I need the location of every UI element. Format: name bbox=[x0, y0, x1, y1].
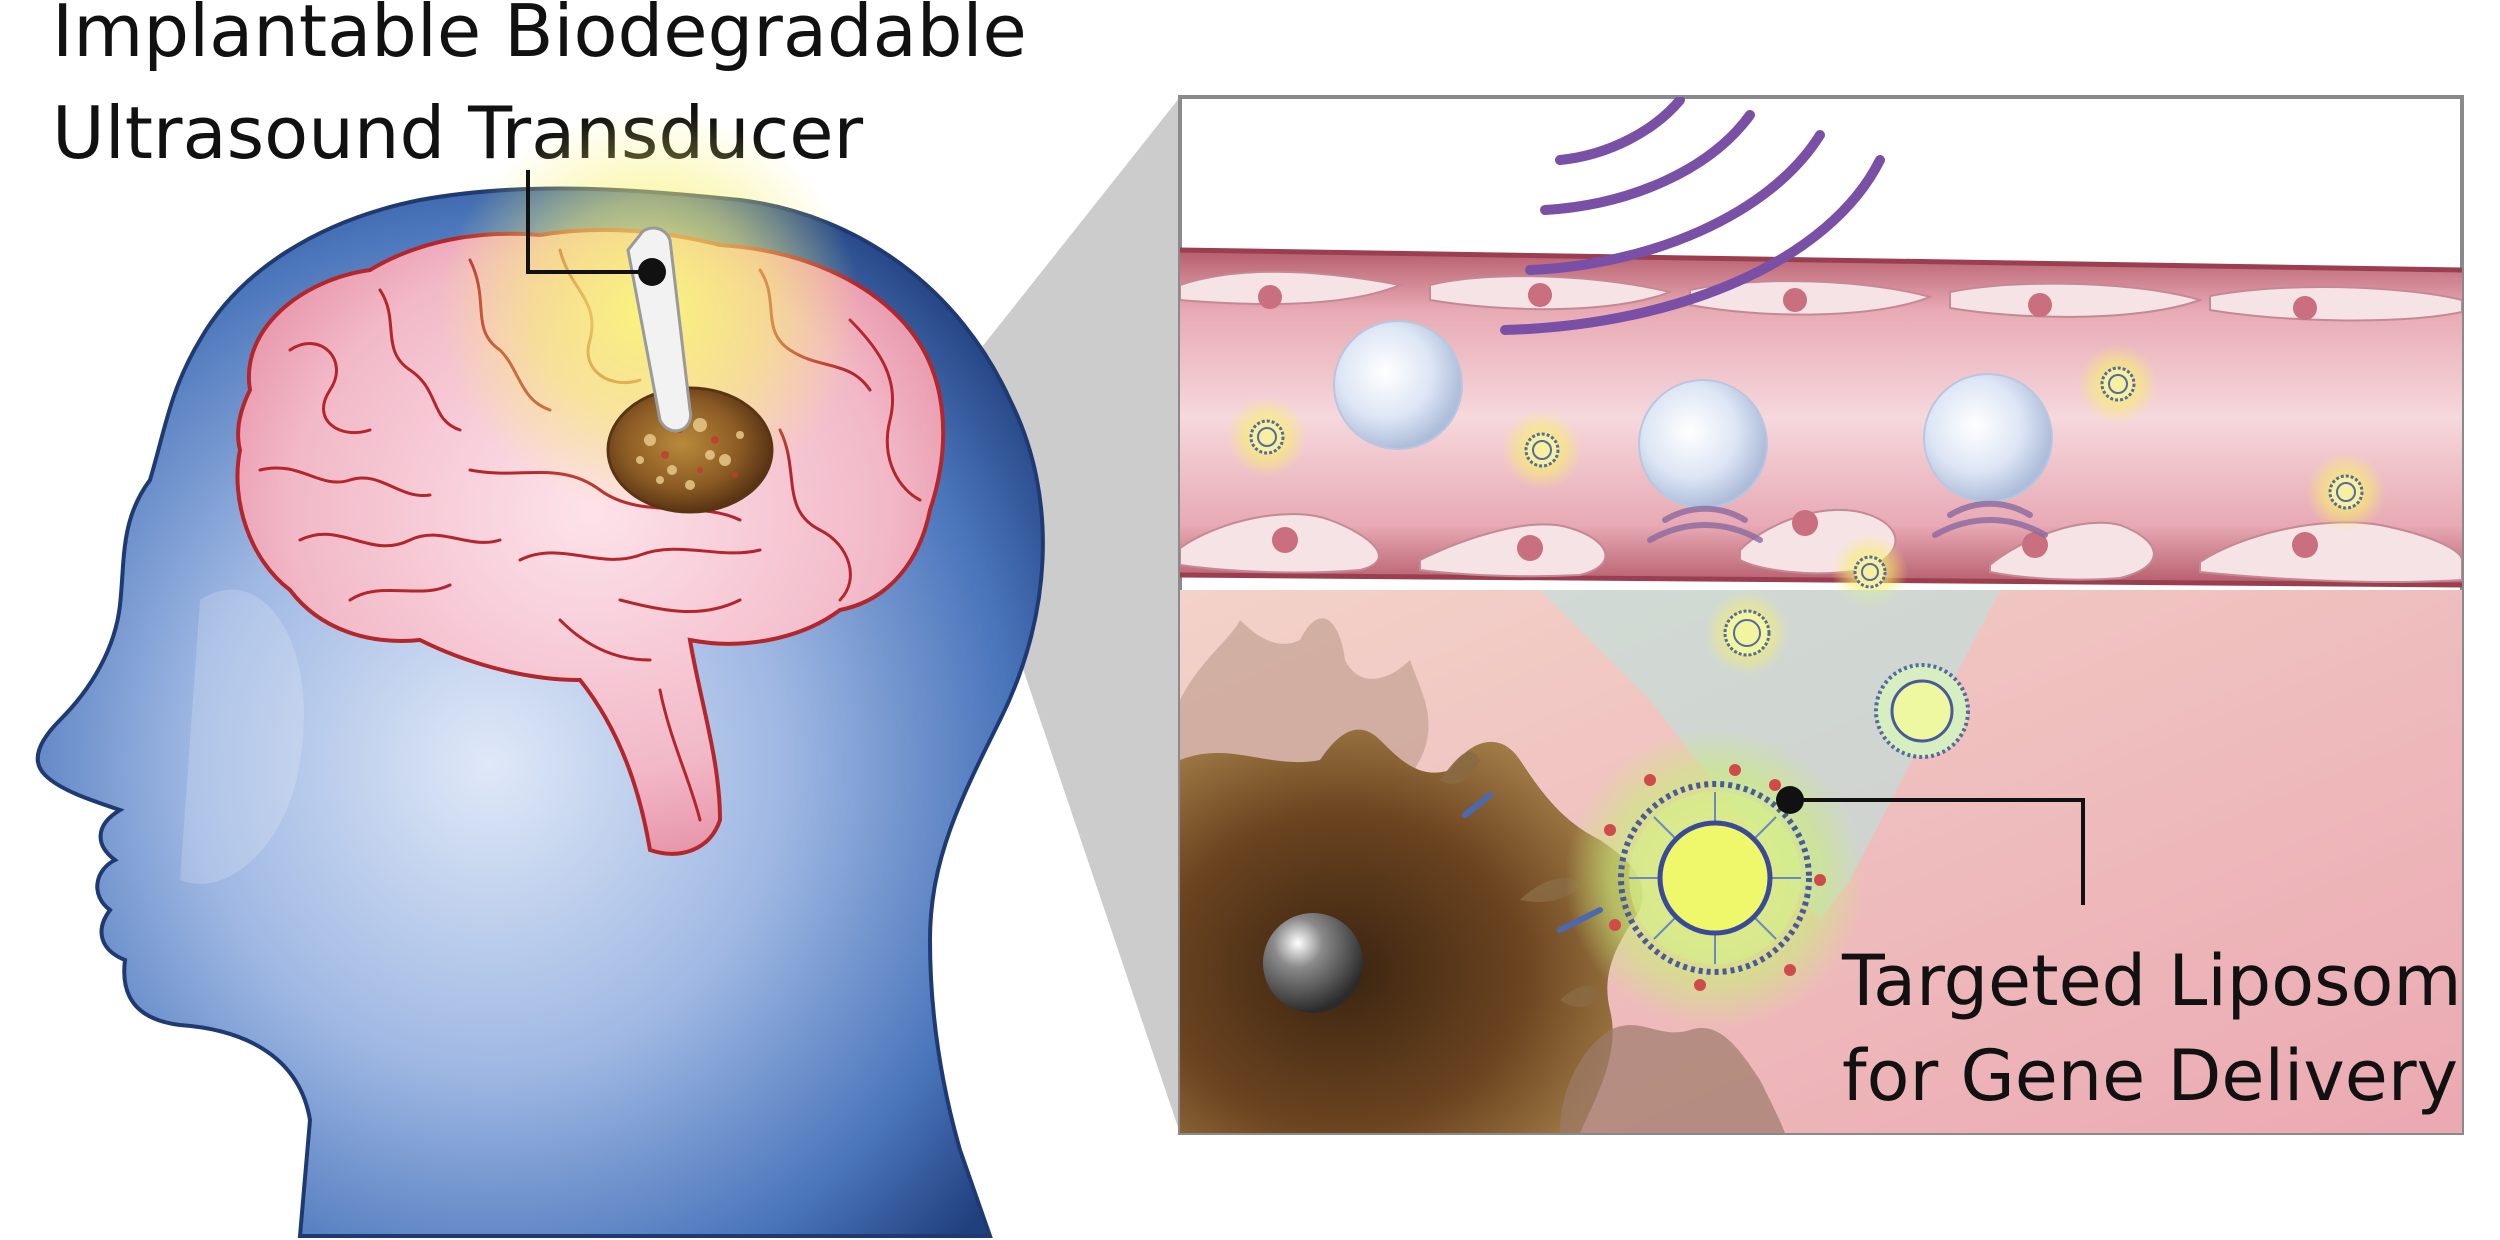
endothelial-cells-bottom bbox=[1180, 508, 2462, 583]
endothelial-cell bbox=[2199, 521, 2462, 583]
extravasated-liposomes bbox=[1705, 591, 1970, 759]
transducer-label-line1: Implantable Biodegradable bbox=[52, 0, 1027, 73]
liposome bbox=[1227, 397, 1307, 477]
zoom-cone bbox=[940, 97, 1180, 1133]
endothelial-cell bbox=[1180, 270, 1404, 309]
microbubble bbox=[1923, 373, 2053, 503]
bubble-oscillation-marks bbox=[1647, 500, 2048, 543]
liposome bbox=[1705, 591, 1789, 675]
tumor bbox=[606, 386, 774, 514]
blood-vessel bbox=[1180, 247, 2462, 588]
vessel-liposomes bbox=[1227, 344, 2386, 610]
liposome bbox=[1502, 410, 1582, 490]
liposome-label: Targeted Liposome for Gene Delivery bbox=[1841, 940, 2500, 1117]
microbubble bbox=[1333, 320, 1463, 450]
tumor-cell bbox=[1180, 729, 1643, 1133]
tumor-cell-secondary bbox=[1560, 1025, 1785, 1133]
endothelial-cell bbox=[2209, 285, 2462, 322]
liposome-label-line2: for Gene Delivery bbox=[1842, 1035, 2458, 1117]
microbubble bbox=[1638, 379, 1768, 509]
endothelial-cell bbox=[1949, 282, 2204, 318]
liposome bbox=[1874, 663, 1970, 759]
zoom-panel: Targeted Liposome for Gene Delivery bbox=[1178, 95, 2500, 1135]
liposome bbox=[2306, 452, 2386, 532]
liposome bbox=[2078, 344, 2158, 424]
liposome-label-line1: Targeted Liposome bbox=[1841, 940, 2500, 1022]
endothelial-cells-top bbox=[1180, 270, 2462, 322]
endothelial-cell bbox=[1989, 521, 2155, 581]
ultrasound-wave-icon bbox=[1500, 97, 1885, 335]
liposome-leader-line bbox=[1776, 786, 2085, 905]
cell-nucleus bbox=[1263, 913, 1363, 1013]
endothelial-cell bbox=[1689, 280, 1934, 316]
transducer-leader-line bbox=[526, 170, 666, 286]
microbubbles bbox=[1333, 320, 2053, 509]
endothelial-cell bbox=[1180, 513, 1380, 574]
endothelial-cell bbox=[1429, 275, 1674, 311]
endothelial-cell bbox=[1419, 523, 1607, 578]
